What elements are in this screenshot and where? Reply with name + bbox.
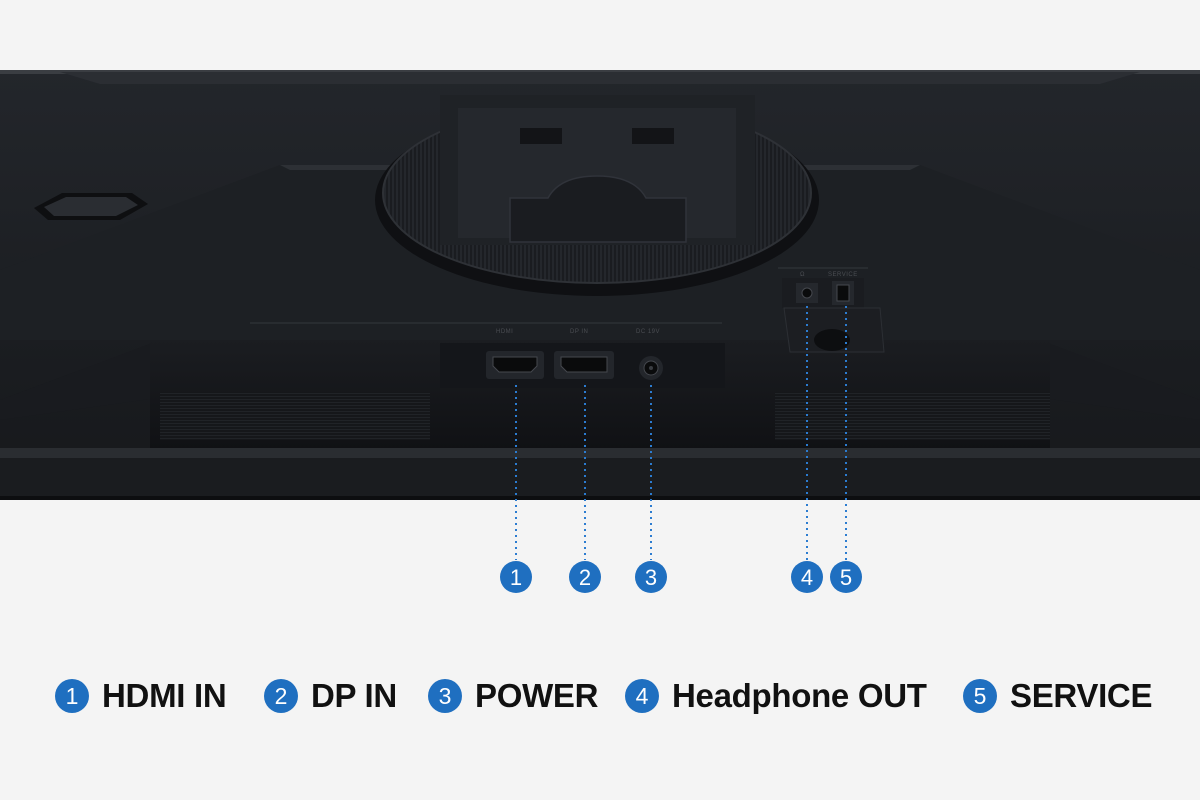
power-port <box>639 356 663 380</box>
legend-item-headphone-out: 4 Headphone OUT <box>625 668 927 724</box>
lower-vent-right <box>775 392 1050 440</box>
headphone-port <box>796 283 818 303</box>
callout-marker-2: 2 <box>569 561 601 593</box>
legend-number: 1 <box>55 679 89 713</box>
callout-number: 5 <box>840 565 852 590</box>
side-port-panel: Ω SERVICE <box>778 267 885 353</box>
callout-number: 2 <box>579 565 591 590</box>
callout-number: 4 <box>801 565 813 590</box>
legend-item-hdmi-in: 1 HDMI IN <box>55 668 227 724</box>
power-port-label: DC 19V <box>636 329 660 335</box>
stand-mount <box>375 95 819 296</box>
legend-item-power: 3 POWER <box>428 668 598 724</box>
legend-label: POWER <box>475 677 599 714</box>
callout-marker-3: 3 <box>635 561 667 593</box>
lower-vent-left <box>160 392 430 440</box>
port-legend: 1 HDMI IN 2 DP IN 3 POWER 4 Headphone OU… <box>0 668 1200 724</box>
hdmi-port <box>486 351 544 379</box>
dp-port-label: DP IN <box>570 329 588 335</box>
legend-item-dp-in: 2 DP IN <box>264 668 397 724</box>
legend-number: 3 <box>428 679 462 713</box>
legend-number: 5 <box>963 679 997 713</box>
joystick-button <box>34 193 148 220</box>
legend-label: HDMI IN <box>102 677 227 714</box>
hdmi-port-label: HDMI <box>496 329 513 335</box>
callout-number: 3 <box>645 565 657 590</box>
legend-number: 2 <box>264 679 298 713</box>
legend-label: Headphone OUT <box>672 677 927 714</box>
displayport-port <box>554 351 614 379</box>
callout-markers: 1 2 3 4 5 <box>500 561 862 593</box>
service-port <box>832 281 854 305</box>
legend-label: SERVICE <box>1010 677 1153 714</box>
callout-marker-4: 4 <box>791 561 823 593</box>
callout-marker-5: 5 <box>830 561 862 593</box>
callout-marker-1: 1 <box>500 561 532 593</box>
headphone-port-label: Ω <box>800 272 805 278</box>
legend-item-service: 5 SERVICE <box>963 668 1152 724</box>
legend-number: 4 <box>625 679 659 713</box>
callout-number: 1 <box>510 565 522 590</box>
service-port-label: SERVICE <box>828 272 858 278</box>
callout-lines <box>515 306 847 560</box>
main-port-panel <box>440 343 725 388</box>
legend-label: DP IN <box>311 677 397 714</box>
